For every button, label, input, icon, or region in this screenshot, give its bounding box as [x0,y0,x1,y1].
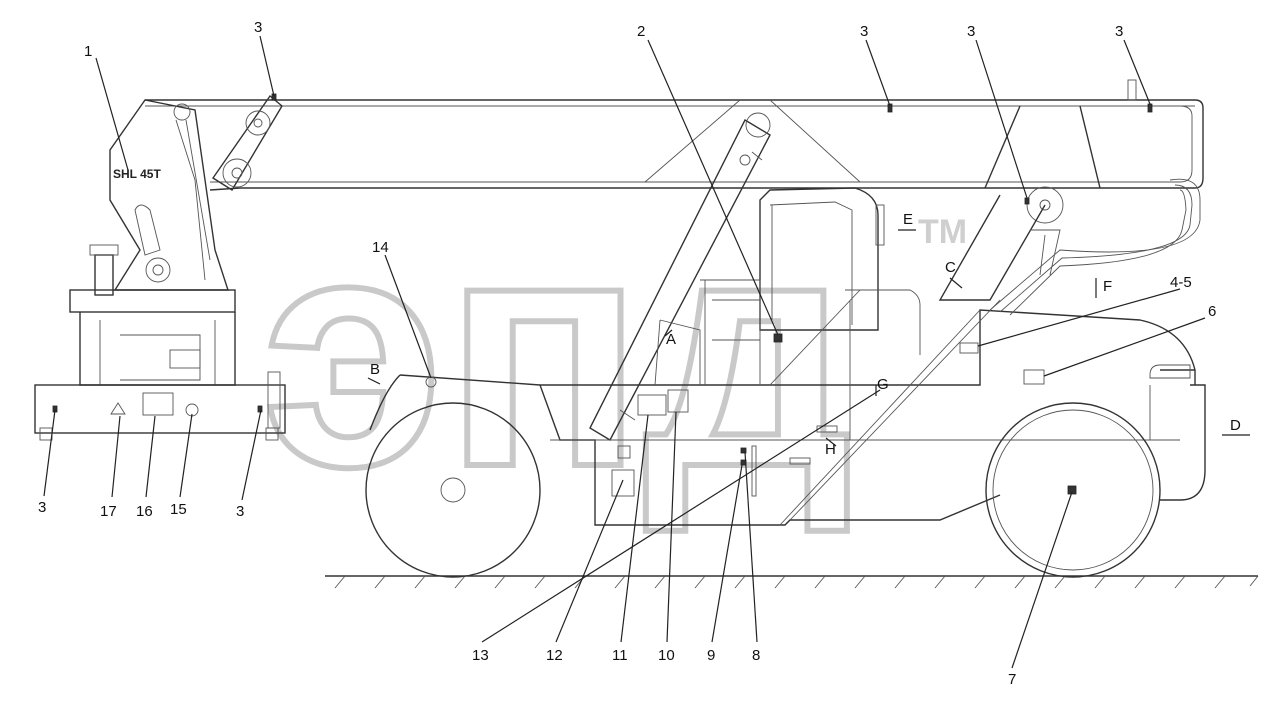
wheels [365,402,1161,578]
view-letter-g: G [877,376,889,393]
view-letter-f: F [1103,278,1112,295]
callout-10: 10 [658,647,675,664]
callout-3-c: 3 [967,23,975,40]
label-positions [271,93,1153,497]
ground [325,575,1259,589]
spreader [34,244,286,441]
callout-7: 7 [1008,671,1016,688]
view-letters: A B C D E F G H [370,211,1241,458]
view-letter-e: E [903,211,913,228]
callout-16: 16 [136,503,153,520]
callout-3-e: 3 [38,499,46,516]
callout-3-a: 3 [254,19,262,36]
callout-11: 11 [612,647,628,664]
callout-6: 6 [1208,303,1216,320]
callout-3-b: 3 [860,23,868,40]
view-letter-c: C [945,259,956,276]
boom [145,79,1204,224]
callout-2: 2 [637,23,645,40]
callouts: 1 2 3 3 3 3 3 3 4-5 6 7 8 9 10 11 12 13 … [38,19,1216,688]
callout-8: 8 [752,647,760,664]
callout-14: 14 [372,239,389,256]
callout-1: 1 [84,43,92,60]
watermark: эпд TM [259,163,967,538]
callout-15: 15 [170,501,187,518]
callout-3-f: 3 [236,503,244,520]
cab [654,187,921,440]
view-letter-b: B [370,361,380,378]
view-letter-a: A [666,331,676,348]
callout-13: 13 [472,647,489,664]
callout-4-5: 4-5 [1170,274,1192,291]
watermark-tm: TM [918,213,967,251]
view-letter-d: D [1230,417,1241,434]
callout-9: 9 [707,647,715,664]
watermark-text: эпд [262,166,853,535]
boom-head: SHL 45T [109,94,283,291]
leader-lines [43,35,1250,669]
model-designation: SHL 45T [113,167,161,181]
callout-3-d: 3 [1115,23,1123,40]
hoses [989,178,1201,316]
callout-17: 17 [100,503,117,520]
view-letter-h: H [825,441,836,458]
chassis [369,194,1206,526]
callout-12: 12 [546,647,563,664]
